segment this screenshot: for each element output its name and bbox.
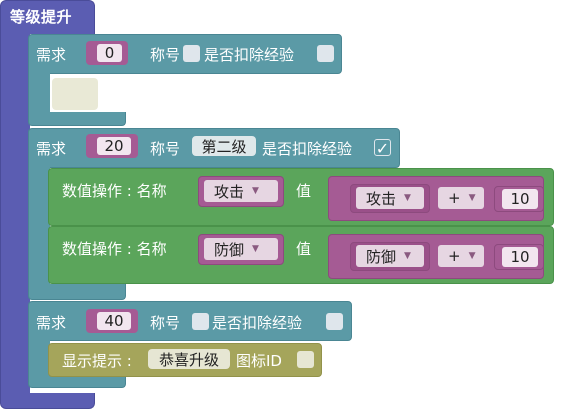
requirement-block-0-foot: [28, 112, 126, 126]
expression-attr-value: 攻击: [366, 189, 397, 208]
title-checkbox[interactable]: [192, 313, 209, 330]
attribute-value: 攻击: [214, 182, 245, 201]
requirement-block-20-spine: [28, 166, 50, 294]
attribute-dropdown[interactable]: 攻击 ▼: [204, 180, 278, 202]
operator-value: +: [448, 189, 461, 207]
dropdown-caret-icon: ▼: [468, 251, 476, 261]
title-text-field[interactable]: 第二级: [192, 136, 256, 156]
dropdown-caret-icon: ▼: [468, 193, 476, 203]
expression-attr-value: 防御: [366, 247, 397, 266]
level-up-block-spine: [0, 30, 30, 402]
dropdown-caret-icon: ▼: [252, 244, 259, 254]
requirement-label: 需求: [36, 314, 67, 332]
title-checkbox[interactable]: [183, 45, 200, 62]
title-label: 称号: [150, 46, 181, 64]
level-up-title: 等级提升: [10, 8, 73, 26]
dropdown-caret-icon: ▼: [252, 186, 259, 196]
requirement-label: 需求: [36, 46, 67, 64]
dropdown-caret-icon: ▼: [404, 193, 411, 203]
empty-statement-slot[interactable]: [52, 78, 98, 110]
deduct-exp-label: 是否扣除经验: [262, 140, 353, 158]
operand-value[interactable]: 10: [502, 247, 538, 267]
requirement-label: 需求: [36, 140, 67, 158]
deduct-exp-label: 是否扣除经验: [204, 46, 295, 64]
deduct-exp-checkbox[interactable]: [317, 45, 334, 62]
deduct-exp-label: 是否扣除经验: [212, 314, 303, 332]
title-label: 称号: [150, 140, 181, 158]
attribute-value: 防御: [214, 240, 245, 259]
icon-id-checkbox[interactable]: [297, 351, 314, 368]
requirement-block-0-spine: [28, 72, 50, 120]
expression-attr-dropdown[interactable]: 防御 ▼: [356, 245, 424, 267]
title-label: 称号: [150, 314, 181, 332]
check-mark-icon: ✓: [375, 139, 390, 158]
value-label: 值: [296, 182, 312, 200]
operand-value[interactable]: 10: [502, 189, 538, 209]
operator-dropdown[interactable]: + ▼: [438, 245, 484, 267]
level-up-block[interactable]: [0, 0, 95, 34]
deduct-exp-checkbox[interactable]: [326, 313, 343, 330]
level-up-block-foot: [0, 393, 95, 409]
requirement-block-40-spine: [28, 339, 50, 379]
operator-dropdown[interactable]: + ▼: [438, 187, 484, 209]
attribute-dropdown[interactable]: 防御 ▼: [204, 238, 278, 260]
requirement-block-40-foot: [28, 374, 126, 388]
level-number-value[interactable]: 0: [97, 44, 122, 62]
requirement-block-20-foot: [28, 284, 126, 300]
expression-attr-dropdown[interactable]: 攻击 ▼: [356, 187, 424, 209]
level-number-value[interactable]: 20: [97, 137, 131, 155]
deduct-exp-checkbox[interactable]: ✓: [374, 139, 391, 158]
value-label: 值: [296, 240, 312, 258]
tip-text-field[interactable]: 恭喜升级: [148, 349, 230, 369]
operation-label: 数值操作 : 名称: [62, 240, 167, 258]
level-number-value[interactable]: 40: [97, 312, 131, 330]
show-tip-label: 显示提示 :: [62, 352, 132, 370]
operation-label: 数值操作 : 名称: [62, 182, 167, 200]
dropdown-caret-icon: ▼: [404, 251, 411, 261]
operator-value: +: [448, 247, 461, 265]
requirement-block-40[interactable]: [28, 301, 352, 341]
icon-id-label: 图标ID: [236, 352, 282, 370]
